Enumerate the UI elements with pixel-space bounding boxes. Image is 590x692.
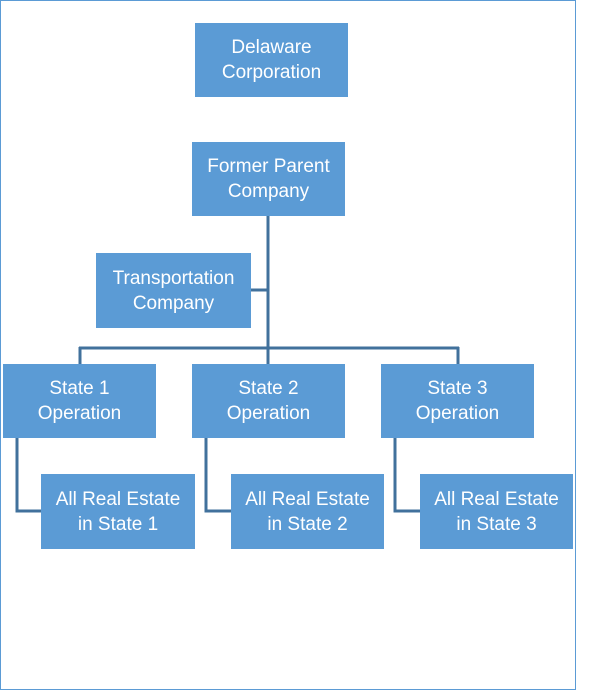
node-label-line1: State 3 bbox=[427, 378, 488, 399]
node-label-line1: All Real Estate bbox=[434, 488, 559, 510]
state-2-real-estate-box: All Real Estate in State 2 bbox=[231, 474, 384, 549]
node-label-line1: Transportation bbox=[112, 267, 235, 289]
connector-state2-realestate bbox=[204, 438, 231, 513]
node-label-line1: All Real Estate bbox=[55, 488, 181, 510]
node-label-line1: State 2 bbox=[238, 378, 299, 399]
former-parent-company-box: Former Parent Company bbox=[192, 142, 345, 216]
state-1-real-estate-box: All Real Estate in State 1 bbox=[41, 474, 195, 549]
node-label-line1: Delaware bbox=[231, 37, 312, 58]
delaware-corporation-box: Delaware Corporation bbox=[195, 23, 348, 97]
connector-state3-realestate bbox=[393, 438, 420, 513]
state-1-operation-box: State 1 Operation bbox=[3, 364, 156, 438]
node-label-line2: Company bbox=[132, 292, 215, 314]
node-label-line2: Operation bbox=[37, 403, 122, 424]
node-label-line2: in State 2 bbox=[267, 513, 348, 535]
state-3-real-estate-box: All Real Estate in State 3 bbox=[420, 474, 573, 549]
node-label-line1: Former Parent bbox=[207, 156, 330, 177]
diagram-frame bbox=[0, 0, 576, 690]
node-label-line1: State 1 bbox=[49, 378, 110, 399]
transportation-company-box: Transportation Company bbox=[96, 253, 251, 328]
node-label-line2: Operation bbox=[226, 403, 311, 424]
node-label-line2: Corporation bbox=[221, 62, 322, 83]
node-label-line2: in State 1 bbox=[77, 513, 159, 535]
node-label-line2: Company bbox=[227, 181, 310, 202]
state-3-operation-box: State 3 Operation bbox=[381, 364, 534, 438]
state-2-operation-box: State 2 Operation bbox=[192, 364, 345, 438]
node-label-line1: All Real Estate bbox=[245, 488, 370, 510]
node-label-line2: Operation bbox=[415, 403, 500, 424]
connector-state1-realestate bbox=[15, 438, 41, 513]
node-label-line2: in State 3 bbox=[456, 513, 537, 535]
